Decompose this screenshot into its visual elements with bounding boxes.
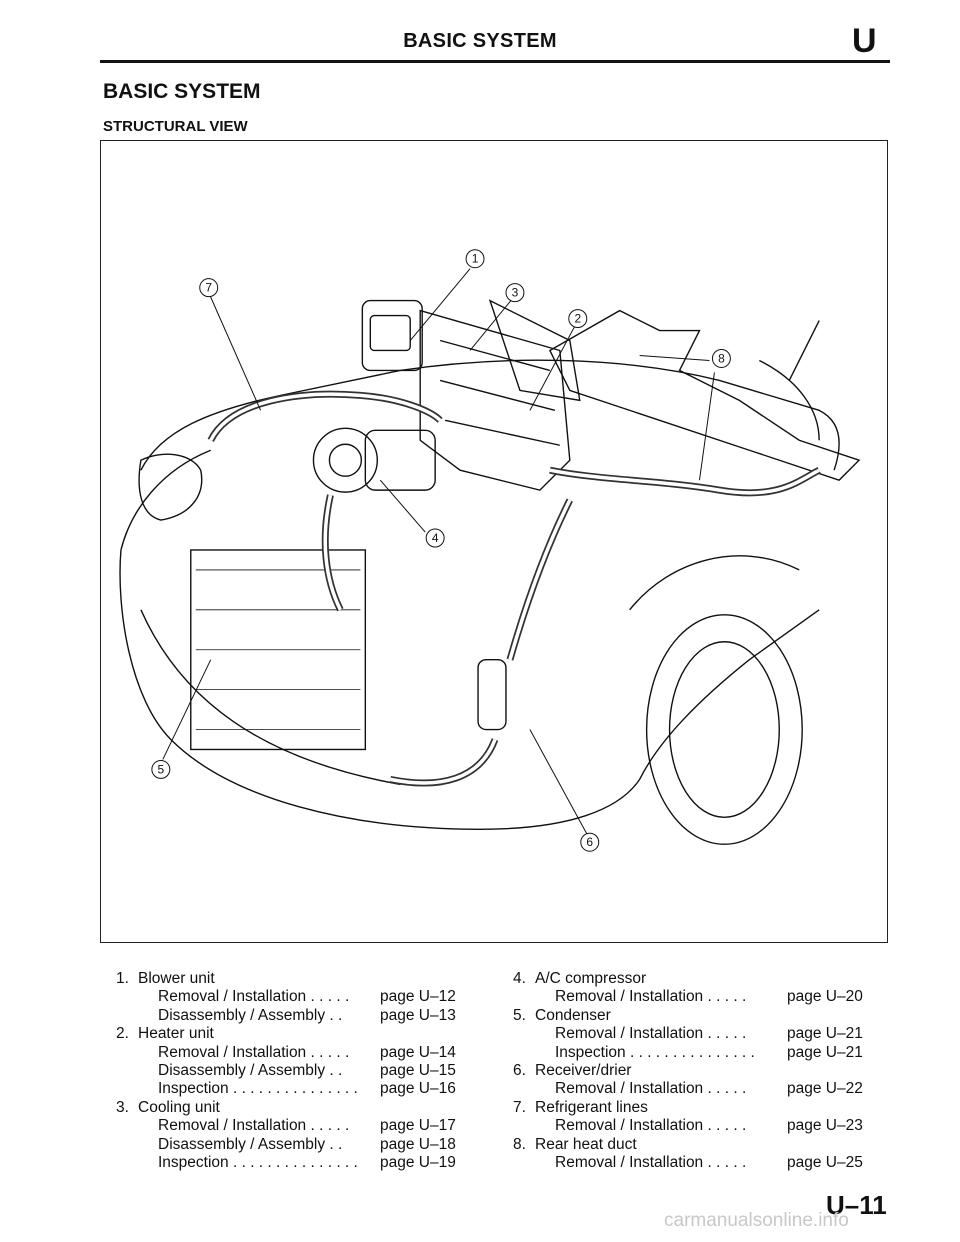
list-item: Removal / Installation . . . . .page U–2… — [555, 1154, 863, 1172]
vehicle-ac-diagram: 1 2 3 4 5 6 7 8 — [119, 249, 861, 852]
condenser — [190, 549, 367, 751]
page-ref: page U–19 — [380, 1154, 456, 1172]
rear-panel — [759, 359, 820, 441]
list-item-title: 1.Blower unit — [116, 970, 215, 987]
headlamp — [138, 453, 203, 521]
wheel-arch — [629, 555, 800, 611]
list-item: Inspection . . . . . . . . . . . . . . .… — [555, 1043, 863, 1061]
list-item: Removal / Installation . . . . .page U–2… — [555, 1080, 863, 1098]
page-ref: page U–23 — [787, 1117, 863, 1135]
section-letter: U — [852, 22, 877, 60]
page-ref: page U–13 — [380, 1006, 456, 1024]
callout-6: 6 — [580, 832, 600, 852]
blower-unit — [361, 299, 423, 372]
structural-view-figure: 1 2 3 4 5 6 7 8 — [100, 140, 888, 943]
list-item: Removal / Installation . . . . .page U–1… — [158, 1043, 456, 1061]
front-fascia — [119, 549, 641, 830]
hvac-unit — [419, 309, 571, 491]
callout-4: 4 — [425, 528, 445, 548]
page-ref: page U–25 — [787, 1154, 863, 1172]
list-item: Inspection . . . . . . . . . . . . . . .… — [158, 1154, 456, 1172]
page-ref: page U–21 — [787, 1025, 863, 1043]
callout-3: 3 — [505, 283, 525, 303]
hood-line — [120, 449, 211, 551]
receiver-drier — [477, 659, 507, 731]
parts-list-left: 1.Blower unit Removal / Installation . .… — [116, 970, 456, 1172]
list-item: Removal / Installation . . . . .page U–1… — [158, 988, 456, 1006]
header-rule — [100, 60, 890, 63]
bumper-line — [140, 609, 401, 786]
list-item-title: 4.A/C compressor — [513, 970, 647, 987]
section-heading: BASIC SYSTEM — [103, 80, 261, 103]
compressor-body — [364, 429, 436, 491]
fender — [639, 609, 820, 780]
list-item: Removal / Installation . . . . .page U–1… — [158, 1117, 456, 1135]
running-header-title: BASIC SYSTEM — [403, 30, 557, 52]
callout-leaders — [162, 268, 715, 840]
svg-text:3: 3 — [512, 286, 519, 300]
svg-text:8: 8 — [718, 351, 725, 365]
bracket — [548, 309, 861, 481]
callout-2: 2 — [568, 309, 588, 329]
svg-text:7: 7 — [205, 281, 212, 295]
list-item: Removal / Installation . . . . .page U–2… — [555, 1025, 863, 1043]
list-item: Disassembly / Assembly . .page U–15 — [158, 1062, 456, 1080]
page-ref: page U–14 — [380, 1043, 456, 1061]
page-ref: page U–17 — [380, 1117, 456, 1135]
callout-8: 8 — [711, 348, 731, 368]
list-item: Removal / Installation . . . . .page U–2… — [555, 988, 863, 1006]
callout-7: 7 — [199, 278, 219, 298]
sub-heading: STRUCTURAL VIEW — [103, 118, 248, 135]
refrigerant-line-vertical — [506, 498, 573, 661]
page-ref: page U–22 — [787, 1080, 863, 1098]
list-item: Inspection . . . . . . . . . . . . . . .… — [158, 1080, 456, 1098]
compressor-pulley — [312, 427, 378, 493]
svg-text:1: 1 — [472, 252, 479, 266]
refrigerant-line-lower — [389, 738, 499, 787]
list-item: Disassembly / Assembly . .page U–18 — [158, 1135, 456, 1153]
callout-1: 1 — [465, 249, 485, 269]
svg-text:5: 5 — [158, 762, 165, 776]
page-ref: page U–21 — [787, 1043, 863, 1061]
list-item-title: 5.Condenser — [513, 1006, 611, 1024]
panel-diagonal — [788, 320, 820, 381]
list-item-title: 3.Cooling unit — [116, 1098, 220, 1116]
callout-5: 5 — [151, 759, 171, 779]
wheel-outer — [645, 614, 803, 845]
page-ref: page U–15 — [380, 1062, 456, 1080]
list-item-title: 8.Rear heat duct — [513, 1135, 637, 1153]
parts-list-right: 4.A/C compressor Removal / Installation … — [513, 970, 863, 1172]
cooling-unit — [488, 299, 581, 402]
page-ref: page U–20 — [787, 988, 863, 1006]
page-ref: page U–16 — [380, 1080, 456, 1098]
page-ref: page U–12 — [380, 988, 456, 1006]
list-item-title: 7.Refrigerant lines — [513, 1098, 648, 1116]
list-item-title: 6.Receiver/drier — [513, 1062, 632, 1080]
svg-text:4: 4 — [432, 531, 439, 545]
list-item-title: 2.Heater unit — [116, 1025, 214, 1043]
list-item: Disassembly / Assembly . .page U–13 — [158, 1006, 456, 1024]
svg-text:2: 2 — [574, 312, 581, 326]
watermark: carmanualsonline.info — [664, 1210, 849, 1231]
page-number: U–11 — [826, 1190, 887, 1220]
svg-text:6: 6 — [586, 835, 593, 849]
page-ref: page U–18 — [380, 1135, 456, 1153]
wheel-inner — [668, 641, 780, 818]
refrigerant-line-upper — [207, 390, 443, 442]
list-item: Removal / Installation . . . . .page U–2… — [555, 1117, 863, 1135]
